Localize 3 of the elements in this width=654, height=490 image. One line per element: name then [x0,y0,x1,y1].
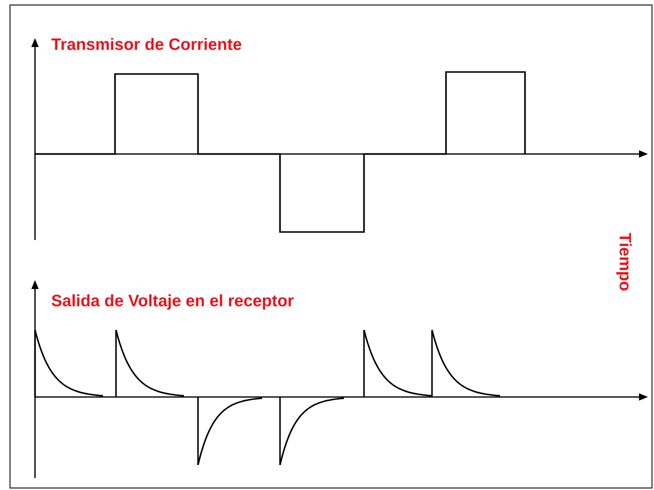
axis-label: Transmisor de Corriente [51,38,242,50]
axis-label: Tiempo [616,233,632,291]
axis-label: Salida de Voltaje en el receptor [52,294,294,310]
